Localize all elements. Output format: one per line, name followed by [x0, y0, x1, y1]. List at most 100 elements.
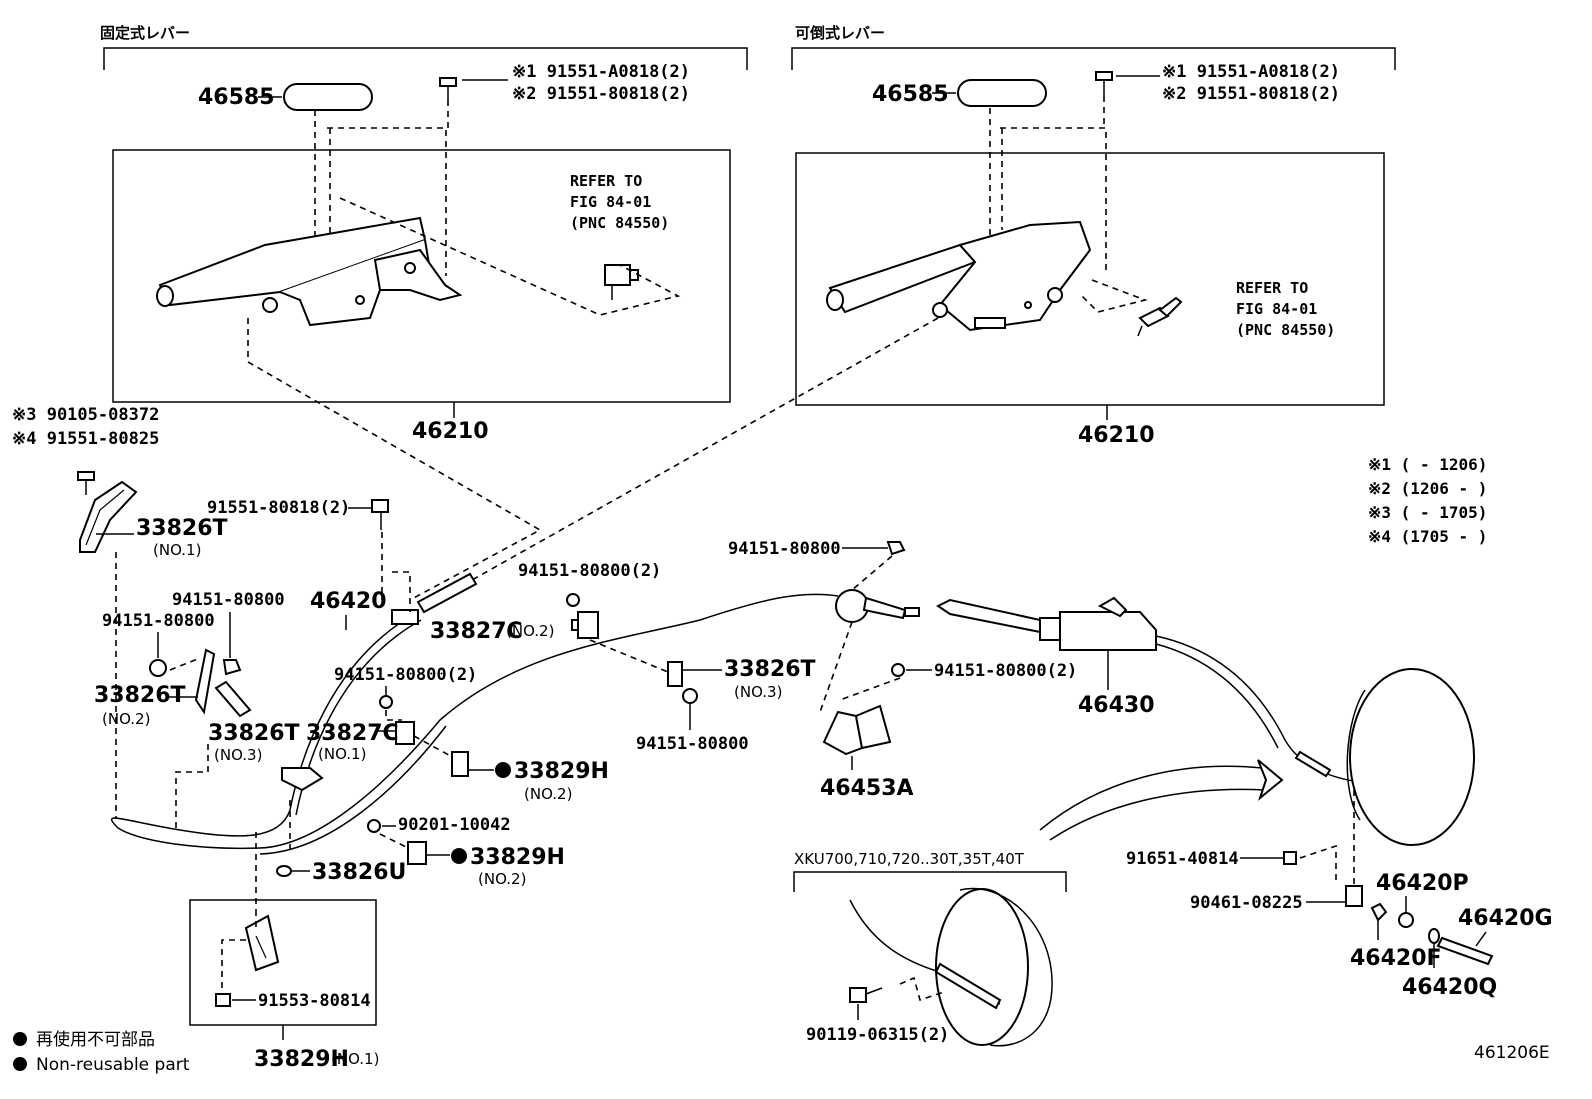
nut-icon: [566, 593, 580, 607]
clip-33829H-no1-part: [244, 914, 280, 972]
legend-bullet-icon: [13, 1032, 27, 1046]
bolt-91551-label: 91551-80818(2): [207, 498, 350, 518]
nut-icon: [149, 659, 167, 677]
bolt-icon: [439, 77, 457, 100]
clip-33829H-label-a: 33829H: [514, 759, 609, 784]
bolt-icon: [849, 987, 883, 1003]
clamp-33826T-no3-part: [667, 661, 683, 687]
nut-icon: [222, 659, 242, 676]
clamp-no1-sub: (NO.1): [153, 541, 201, 559]
nut-label-d: 94151-80800: [728, 539, 841, 559]
figure-code: 461206E: [1474, 1043, 1550, 1063]
brake-drum-variant: [935, 887, 1053, 1047]
nut-icon: [891, 663, 905, 677]
refer-left-3: (PNC 84550): [570, 214, 669, 232]
nut-label-a: 94151-80800: [172, 590, 285, 610]
arrow-icon: [1257, 759, 1284, 801]
clip-33827C-label-a: 33827C: [430, 619, 523, 644]
clamp-no2-sub: (NO.2): [102, 710, 150, 728]
non-reusable-icon: [495, 762, 511, 778]
bolt-icon: [77, 471, 95, 495]
clip-33827C-no1: (NO.1): [318, 745, 366, 763]
lever-assy-label-left: 46210: [412, 419, 489, 444]
clip-33827C-no2-part: [571, 611, 599, 639]
note-3: ※3 ( - 1705): [1368, 503, 1487, 522]
bracket-46453A: [822, 704, 892, 756]
bracket-46453A-label: 46453A: [820, 776, 914, 801]
rear-cable-label: 46430: [1078, 693, 1155, 718]
clamp-no1-label: 33826T: [136, 516, 228, 541]
bolt-c-label: ※3 90105-08372: [12, 405, 159, 425]
bolt-icon: [1283, 851, 1297, 865]
bolt-icon: [215, 993, 231, 1007]
parking-lever-right[interactable]: [826, 220, 1092, 332]
part-46420F-label: 46420F: [1350, 946, 1442, 971]
bolt-a-label-left: ※1 91551-A0818(2): [512, 62, 690, 82]
model-variant-bracket: [793, 871, 1067, 892]
parking-lever-left[interactable]: [156, 216, 463, 327]
part-46420Q-label: 46420Q: [1402, 975, 1497, 1000]
bolt-d-label: ※4 91551-80825: [12, 429, 159, 449]
nut-label-c: 94151-80800: [636, 734, 749, 754]
clamp-no3-label-right: 33826T: [724, 657, 816, 682]
legend-jp: 再使用不可部品: [36, 1029, 155, 1050]
clip-33829H-no2-a: (NO.2): [524, 785, 572, 803]
nut-icon: [682, 688, 698, 704]
non-reusable-icon: [451, 848, 467, 864]
bracket-33826T-no2: [194, 648, 216, 715]
refer-right-1: REFER TO: [1236, 279, 1308, 297]
grip-46585-left[interactable]: [283, 83, 373, 111]
nut-icon: [379, 695, 393, 709]
grip-label-left: 46585: [198, 85, 275, 110]
folding-lever-header: 可倒式レバー: [795, 24, 885, 42]
bolt-icon: [371, 499, 389, 530]
rear-cable-46430[interactable]: [936, 596, 1422, 807]
clip-33829H-no1-label: 33829H: [254, 1047, 349, 1072]
washer-icon: [367, 819, 381, 833]
grip-46585-right[interactable]: [957, 79, 1047, 107]
grommet-label: 33826U: [312, 860, 406, 885]
bolt-91553-label: 91553-80814: [258, 991, 371, 1011]
bolt-90461-label: 90461-08225: [1190, 893, 1303, 913]
part-46420G-icon: [1436, 936, 1494, 966]
folding-lever-frame: [795, 152, 1385, 406]
clip-33829H-label-b: 33829H: [470, 845, 565, 870]
fixed-lever-frame: [112, 149, 731, 403]
note-1: ※1 ( - 1206): [1368, 455, 1487, 474]
switch-part-left: [604, 264, 639, 300]
part-46420F-icon: [1370, 902, 1388, 922]
nut-2-label-c: 94151-80800(2): [934, 661, 1077, 681]
bolt-b-label-right: ※2 91551-80818(2): [1162, 84, 1340, 104]
grip-label-right: 46585: [872, 82, 949, 107]
brake-drum-rear: [1346, 668, 1475, 846]
bolt-91651-label: 91651-40814: [1126, 849, 1239, 869]
bolt-b-label-left: ※2 91551-80818(2): [512, 84, 690, 104]
nut-2-label-a: 94151-80800(2): [518, 561, 661, 581]
nut-icon: [886, 541, 906, 556]
folding-lever-group: 46585 ※1 91551-A0818(2) ※2 91551-80818(2…: [795, 62, 1385, 448]
refer-right-3: (PNC 84550): [1236, 321, 1335, 339]
refer-left-1: REFER TO: [570, 172, 642, 190]
front-cable-label: 46420: [310, 589, 387, 614]
part-46420P-icon: [1398, 912, 1414, 928]
grommet-icon: [276, 865, 292, 877]
model-variant-header: XKU700,710,720..30T,35T,40T: [794, 850, 1025, 868]
clip-33829H-part-b: [407, 841, 427, 865]
nut-2-label-b: 94151-80800(2): [334, 665, 477, 685]
clamp-no3-sub-right: (NO.3): [734, 683, 782, 701]
note-2: ※2 (1206 - ): [1368, 479, 1487, 498]
clip-33827C-no1-part: [395, 721, 415, 745]
note-4: ※4 (1705 - ): [1368, 527, 1487, 546]
legend-bullet-icon: [13, 1057, 27, 1071]
front-cable-46420[interactable]: [111, 572, 839, 855]
fixed-lever-group: 46585 ※1 91551-A0818(2) ※2 91551-80818(2…: [112, 62, 731, 444]
bolt-icon: [1095, 71, 1113, 96]
bracket-33826T-no3: [214, 680, 252, 718]
clip-33829H-no2-b: (NO.2): [478, 870, 526, 888]
nut-label-b: 94151-80800: [102, 611, 215, 631]
clip-33827C-label-b: 33827C: [306, 721, 399, 746]
clamp-no3-sub-left: (NO.3): [214, 746, 262, 764]
clamp-no2-label: 33826T: [94, 683, 186, 708]
equalizer: [835, 589, 920, 623]
fixed-lever-header: 固定式レバー: [100, 24, 190, 42]
